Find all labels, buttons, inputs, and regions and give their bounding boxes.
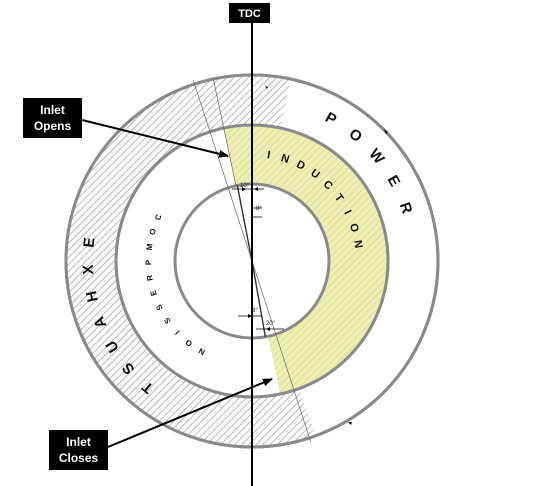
ring-label-letter: I xyxy=(173,329,181,337)
angle-indicators: 10° 8° 8° 20° xyxy=(232,183,284,331)
ring-label-letter: H xyxy=(83,289,102,303)
svg-text:Inlet: Inlet xyxy=(40,103,65,117)
ring-label-letter: O xyxy=(347,222,361,234)
tdc-label: TDC xyxy=(229,3,270,23)
timing-tick xyxy=(236,185,253,262)
ring-label-letter: N xyxy=(197,346,207,357)
timing-tick xyxy=(251,260,267,337)
ring-label-letter: P xyxy=(144,259,153,265)
angle-label-top-inner: 8° xyxy=(256,206,262,212)
ring-label-letter: R xyxy=(145,274,155,281)
ring-label-letter: X xyxy=(80,264,98,275)
inlet-opens-callout: Inlet Opens xyxy=(23,98,229,158)
ring-label-letter: S xyxy=(154,302,165,311)
ring-mark xyxy=(265,86,268,89)
ring-label-letter: N xyxy=(351,239,364,249)
svg-text:TDC: TDC xyxy=(238,8,261,20)
svg-text:Inlet: Inlet xyxy=(66,435,91,449)
ring-mark xyxy=(348,422,352,425)
angle-label-top-outer: 10° xyxy=(240,183,250,189)
ring-label-letter: N xyxy=(279,152,290,166)
svg-text:Opens: Opens xyxy=(34,119,72,133)
ring-label-letter: O xyxy=(148,228,158,237)
ring-label-letter: I xyxy=(341,208,353,216)
ring-label-letter: S xyxy=(162,315,173,325)
angle-label-bottom-inner: 8° xyxy=(252,308,258,314)
ring-label-letter: E xyxy=(148,288,158,296)
induction-band xyxy=(223,124,388,395)
exhaust-overlap-hatch xyxy=(194,75,291,132)
ring-label-letter: M xyxy=(145,243,155,251)
ring-mark xyxy=(384,129,388,134)
ring-label-letter: C xyxy=(153,213,164,222)
ring-label-letter: I xyxy=(266,149,271,161)
ring-label-letter: E xyxy=(81,237,99,249)
timing-guide-line xyxy=(212,78,237,186)
ring-label-letter: O xyxy=(184,337,194,348)
inlet-closes-callout: Inlet Closes xyxy=(49,378,273,470)
exhaust-hatch xyxy=(65,75,316,447)
svg-text:Closes: Closes xyxy=(59,451,99,465)
angle-label-bottom-outer: 20° xyxy=(266,321,276,327)
